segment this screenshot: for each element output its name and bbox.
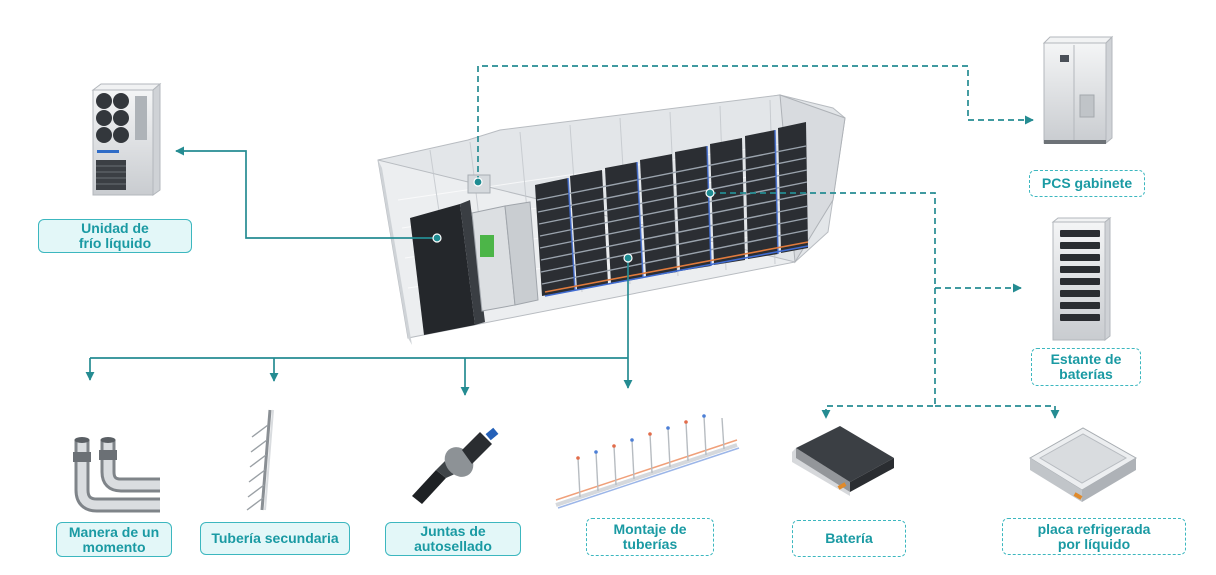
label-battery: Batería — [792, 520, 906, 557]
label-secondary-pipe: Tubería secundaria — [200, 522, 350, 555]
label-cold-plate: placa refrigerada por líquido — [1002, 518, 1186, 555]
connector-dots — [432, 177, 715, 263]
connector-cold-plate — [935, 405, 1060, 419]
label-pcs-cabinet: PCS gabinete — [1029, 170, 1145, 197]
connector-cooling-unit — [175, 146, 437, 239]
battery-illustration — [792, 426, 894, 496]
label-pipe-assembly: Montaje de tuberías — [586, 518, 714, 556]
self-sealing-joint-illustration — [412, 427, 499, 504]
label-battery-rack: Estante de baterías — [1031, 348, 1141, 386]
label-liquid-cooling-unit: Unidad de frío líquido — [38, 219, 192, 253]
pipe-assembly-illustration — [555, 414, 740, 509]
pcs-cabinet-illustration — [1042, 35, 1114, 145]
connector-pcs-cabinet — [477, 65, 1034, 182]
battery-rack-illustration — [1051, 216, 1112, 342]
liquid-cooling-unit-illustration — [91, 82, 162, 196]
connector-battery-branch — [821, 288, 936, 419]
secondary-pipe-illustration — [246, 409, 274, 511]
label-self-sealing-joint: Juntas de autosellado — [385, 522, 521, 556]
connector-lines — [85, 65, 1060, 419]
cold-plate-illustration — [1029, 427, 1137, 502]
label-one-moment-pipe: Manera de un momento — [56, 522, 172, 557]
one-moment-pipe-illustration — [73, 437, 160, 513]
connector-battery-rack — [710, 192, 1022, 293]
container-illustration — [377, 94, 846, 345]
